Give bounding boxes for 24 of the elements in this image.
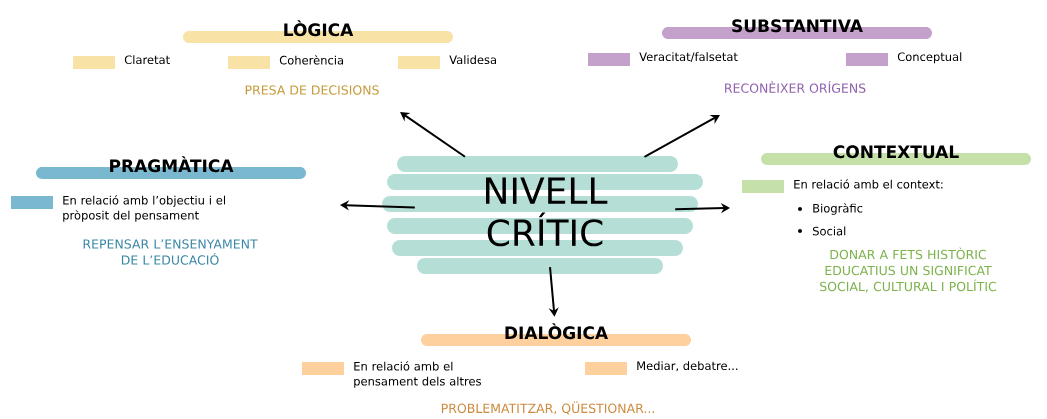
item-text: Validesa [449,55,496,65]
note-text: DONAR A FETS HISTÒRIC EDUCATIUS UN SIGNIFICAT SOCIAL, CULTURAL I POLÍTIC [820,247,997,293]
heading-band: CONTEXTUAL [761,145,1031,165]
item-text: En relació amb el pensament dels altres [354,361,481,388]
note-text: RECONÈIXER ORÍGENS [725,81,866,93]
heading-band: PRAGMÀTICA [36,156,306,179]
bullet-item: Biogràfic [813,203,863,215]
item-text: Coherència [279,55,343,65]
item-text: Veracitat/falsetat [639,52,738,62]
title-stripes: NIVELL CRÍTIC [382,156,703,274]
item-text: Mediar, debatre... [637,361,738,372]
heading-band: DIALÒGICA [421,323,691,346]
note-text: REPENSAR L’ENSENYAMENT DE L’EDUCACIÓ [83,239,258,265]
arrow [400,112,466,158]
heading-band: SUBSTANTIVA [662,19,932,39]
item-text: En relació amb l’objectiu i el pròposit del pensament [63,195,225,222]
heading-band: LÒGICA [183,20,453,43]
item-text: Claretat [124,55,170,65]
bullet-item: Social [812,226,846,236]
arrow [643,114,720,158]
item-text: Conceptual [897,52,962,64]
note-text: PROBLEMATITZAR, QÜESTIONAR... [441,401,654,415]
note-text: PRESA DE DECISIONS [245,85,379,95]
item-text: En relació amb el context: [794,179,943,189]
